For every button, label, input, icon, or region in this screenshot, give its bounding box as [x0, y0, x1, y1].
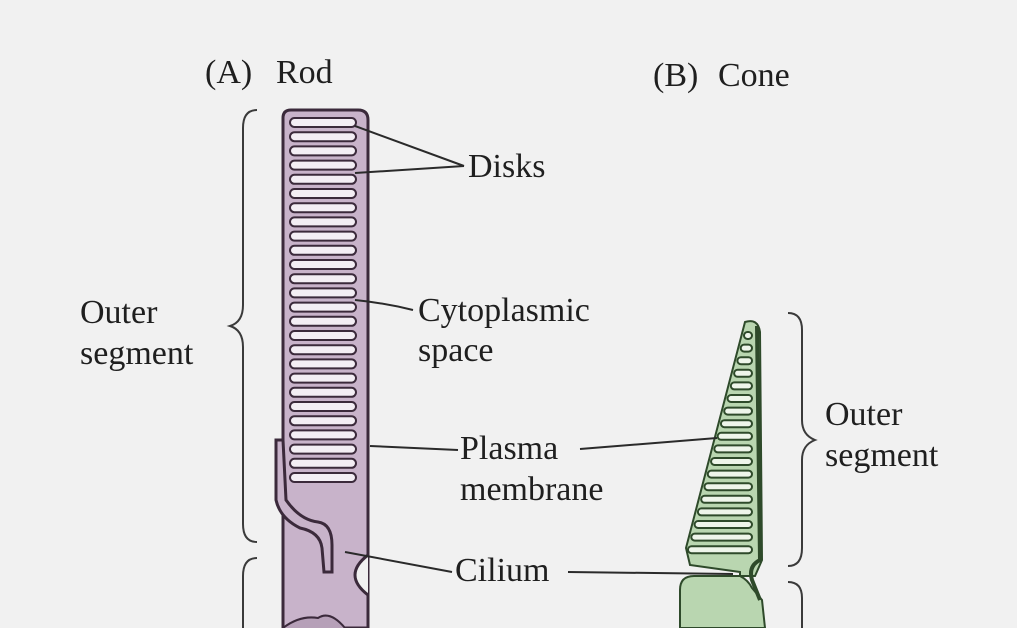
rod-disk [289, 117, 357, 128]
rod-disk [289, 301, 357, 313]
cone-fold [729, 381, 754, 391]
cone-cell [679, 320, 767, 628]
rod-disk [289, 259, 357, 270]
cone-panel-letter: (B) [653, 57, 698, 94]
plasma-leader-rod [369, 445, 459, 451]
cone-fold [700, 494, 753, 504]
cone-membrane-folds [687, 331, 754, 555]
disks-label: Disks [468, 148, 545, 185]
cone-fold [736, 356, 753, 366]
rod-disk [289, 457, 357, 469]
cone-fold [713, 444, 754, 454]
rod-panel-title: Rod [276, 54, 333, 91]
cytoplasmic-label-line2: space [418, 332, 494, 369]
cone-fold [743, 331, 753, 340]
cone-panel-title: Cone [718, 57, 790, 94]
cone-fold [710, 457, 754, 466]
rod-disk [289, 216, 357, 228]
rod-disk [289, 159, 357, 171]
rod-disk [289, 188, 357, 199]
rod-panel-letter: (A) [205, 54, 252, 91]
rod-disk [289, 202, 357, 214]
rod-connecting-notch [353, 553, 369, 597]
rod-inner-segment-brace [242, 557, 258, 628]
rod-disk [289, 145, 357, 157]
cone-outer-label-line1: Outer [825, 396, 903, 433]
cone-fold [690, 532, 754, 542]
rod-cilium [274, 438, 334, 574]
rod-disk [289, 230, 357, 242]
cone-fold [716, 431, 753, 441]
rod-disk [289, 244, 357, 256]
rod-disk [289, 287, 357, 299]
cilium-leader-cone [567, 571, 734, 575]
cilium-label: Cilium [455, 552, 549, 589]
cone-fold [687, 545, 753, 555]
cone-fold [703, 482, 753, 492]
rod-disk [289, 344, 357, 356]
cone-fold [706, 469, 754, 479]
rod-disk [289, 330, 357, 341]
rod-outer-label-line1: Outer [80, 294, 158, 331]
rod-disk [289, 173, 357, 185]
rod-disk [289, 372, 357, 384]
plasma-leader-cone [579, 437, 718, 450]
rod-disk [289, 415, 357, 427]
cone-inner-segment-brace [787, 581, 803, 628]
cone-fold [719, 419, 753, 429]
cone-fold [733, 368, 754, 378]
rod-disk [289, 386, 357, 398]
rod-disk [289, 401, 357, 412]
cone-fold [726, 394, 754, 403]
cytoplasmic-label-line1: Cytoplasmic [418, 292, 590, 329]
cilium-leader-rod [344, 551, 453, 573]
rod-disk [289, 472, 357, 483]
cone-membrane-edge [749, 325, 763, 601]
plasma-label-line2: membrane [460, 471, 604, 508]
cone-inner-segment [679, 575, 767, 628]
rod-outer-label-line2: segment [80, 335, 194, 372]
plasma-label-line1: Plasma [460, 430, 558, 467]
disks-leader-lower [354, 165, 465, 174]
rod-disk [289, 358, 357, 370]
rod-outer-segment-brace [226, 109, 258, 543]
rod-disk [289, 273, 357, 285]
disks-leader-upper [354, 125, 465, 167]
rod-cell [274, 108, 370, 628]
rod-disk [289, 443, 357, 455]
cone-outer-segment-brace [787, 312, 818, 567]
rod-disk-stack [289, 117, 357, 483]
cone-fold [693, 520, 754, 529]
rod-disk [289, 315, 357, 327]
cone-fold [696, 507, 753, 517]
rod-lower-notch [282, 614, 346, 628]
cone-fold [723, 406, 753, 416]
cone-outer-label-line2: segment [825, 437, 939, 474]
rod-disk [289, 131, 357, 143]
cytoplasmic-leader [354, 299, 414, 311]
rod-disk [289, 429, 357, 441]
cone-fold [739, 343, 753, 353]
